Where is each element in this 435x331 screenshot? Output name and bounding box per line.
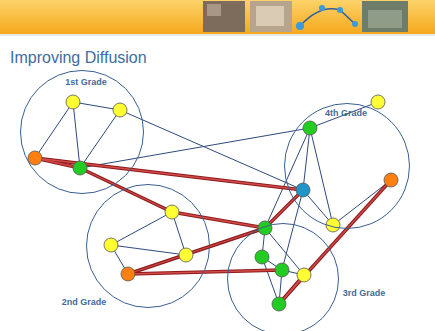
circle-outline [86,184,210,308]
grade-circle: 1st Grade [20,70,144,194]
header-photo [203,1,245,32]
header-photo [207,4,221,16]
network-dots [28,95,398,311]
grade-circle: 4th Grade [284,103,410,229]
thin-links [35,102,391,304]
grade-label: 4th Grade [325,108,367,118]
grade-circle: 3rd Grade [227,223,339,331]
header-bar [0,0,435,34]
circle-outline [228,224,339,331]
circle-outline [21,71,144,194]
header-rule [0,34,435,36]
header-photo [362,1,408,32]
slide-title: Improving Diffusion [10,49,147,67]
circle-outline [285,104,410,229]
header-photo [256,6,284,26]
grade-label: 1st Grade [65,77,107,87]
grade-label: 2nd Grade [62,297,107,307]
circle-outline [87,185,210,308]
grade-circle: 2nd Grade [86,184,210,308]
circle-outline [284,103,410,229]
circle-outline [227,223,339,331]
header-photo [368,10,402,28]
header-photo [250,1,292,32]
grade-label: 3rd Grade [343,288,386,298]
header-network-icon [296,5,358,30]
circle-outline [20,70,144,194]
